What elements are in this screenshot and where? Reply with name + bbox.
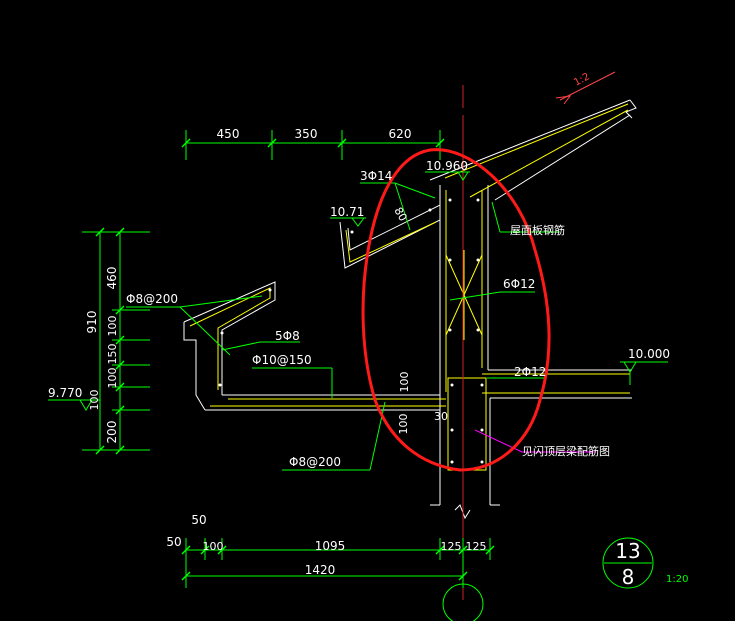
roof-slab-break (625, 99, 637, 119)
note-roof-rebar: 屋面板钢筋 (510, 223, 565, 237)
left-dim-150: 150 (106, 344, 119, 365)
highlight-circle (361, 148, 551, 472)
rebar-lines (189, 103, 630, 471)
detail-scale: 1:20 (666, 574, 688, 585)
elevation-markers (79, 171, 637, 411)
label-slab-80: 80 (391, 205, 409, 224)
slope-arrow (555, 71, 616, 105)
upper-gutter (339, 204, 441, 269)
left-dim-910: 910 (85, 311, 99, 334)
label-2phi12: 2Φ12 (514, 365, 546, 379)
bottom-dim-100: 100 (203, 540, 224, 553)
label-phi8-200-lower: Φ8@200 (289, 455, 341, 469)
elev-1071: 10.71 (330, 205, 364, 219)
rebar-dots (218, 198, 484, 464)
label-3phi14: 3Φ14 (360, 169, 392, 183)
roof-rebar-bottom (469, 109, 629, 198)
leader-lines (126, 182, 560, 471)
bottom-dim-50-top: 50 (191, 513, 206, 527)
dimension-ticks (95, 138, 495, 581)
top-dim-450: 450 (217, 127, 240, 141)
lower-eave-outer (183, 281, 276, 395)
labels: 450 350 620 910 460 100 150 100 100 200 … (48, 71, 688, 589)
label-6phi12: 6Φ12 (503, 277, 535, 291)
detail-marker (602, 537, 654, 589)
lower-eave-inner (183, 322, 206, 411)
bottom-dim-1095: 1095 (315, 539, 346, 553)
elev-9770: 9.770 (48, 386, 82, 400)
note-beam-ref: 见闪顶层梁配筋图 (522, 444, 610, 458)
label-gap-30: 30 (434, 410, 448, 423)
dimension-lines (48, 130, 668, 588)
top-dim-620: 620 (389, 127, 412, 141)
gutter-rebar (345, 221, 437, 263)
left-dim-100b: 100 (106, 368, 119, 389)
left-dim-100c: 100 (88, 390, 101, 411)
detail-number: 13 (615, 539, 640, 563)
elev-10960-marker (457, 171, 469, 181)
label-slab-100: 100 (398, 372, 411, 393)
elev-10960: 10.960 (426, 159, 468, 173)
label-5phi8: 5Φ8 (275, 329, 300, 343)
detail-sheet: 8 (622, 565, 635, 589)
roof-rebar-top (444, 103, 629, 179)
bottom-dim-125a: 125 (441, 540, 462, 553)
label-phi8-200-upper: Φ8@200 (126, 292, 178, 306)
elev-1071-marker (351, 217, 365, 227)
eave-rebar (189, 287, 271, 390)
elev-9770-marker (79, 399, 93, 411)
top-dim-350: 350 (295, 127, 318, 141)
bottom-dim-125b: 125 (466, 540, 487, 553)
bottom-dim-1420: 1420 (305, 563, 336, 577)
label-wall-100: 100 (397, 414, 410, 435)
left-dim-460: 460 (105, 267, 119, 290)
bottom-dim-50: 50 (166, 535, 181, 549)
left-dim-100a: 100 (106, 316, 119, 337)
roof-slab-bottom (494, 114, 631, 201)
elev-10000: 10.000 (628, 347, 670, 361)
structure-outline (183, 99, 637, 520)
label-phi10-150: Φ10@150 (252, 353, 312, 367)
left-dim-200: 200 (105, 421, 119, 444)
